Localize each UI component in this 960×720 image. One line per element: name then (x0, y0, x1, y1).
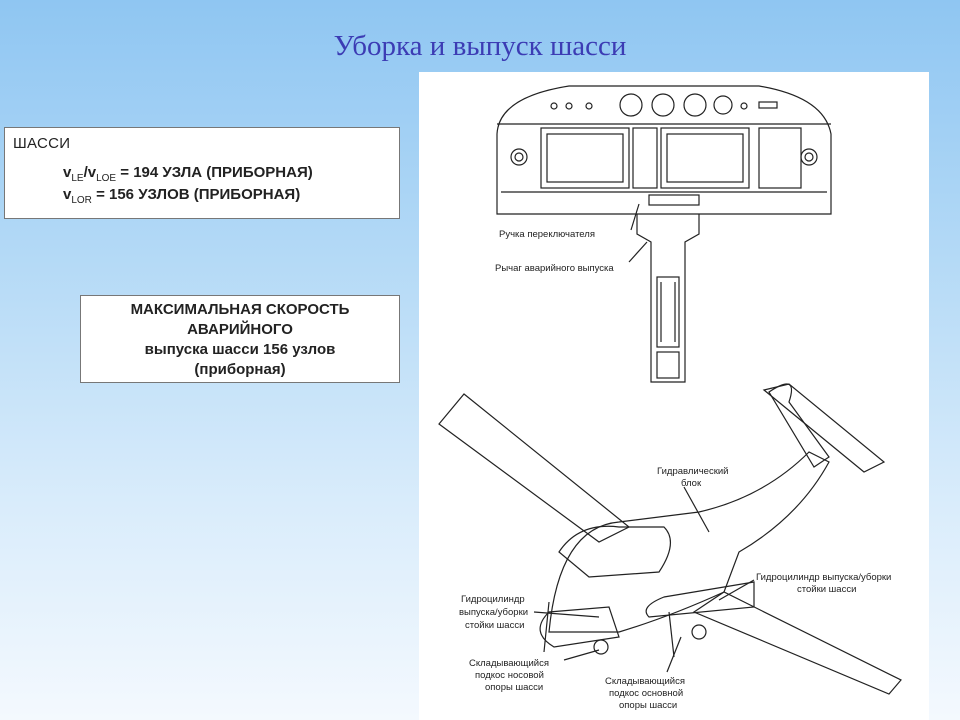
landing-gear-header: ШАССИ (13, 135, 71, 152)
tail-fin (768, 383, 830, 468)
slide-title: Уборка и выпуск шасси (333, 30, 627, 62)
gear-diagram: Ручка переключателя Рычаг аварийного вып… (438, 85, 902, 711)
landing-gear-speed-box: ШАССИ vLE/vLOE = 194 УЗЛА (ПРИБОРНАЯ) vL… (4, 127, 400, 219)
callout-nose-cyl-1: Гидроцилиндр (461, 594, 525, 605)
callout-nose-strut-2: подкос носовой (475, 670, 544, 681)
left-nacelle (539, 606, 620, 648)
fuselage (548, 451, 830, 633)
horizontal-stabilizer (762, 383, 886, 473)
callout-nose-strut-1: Складывающийся (469, 658, 549, 669)
callout-main-cyl-2: стойки шасси (797, 584, 856, 595)
callout-main-strut-2: подкос основной (609, 688, 683, 699)
callout-nose-cyl-2: выпуска/уборки (459, 607, 528, 618)
callout-hydraulic-2: блок (681, 478, 702, 489)
gauge-icon (619, 93, 643, 117)
gauge-icon (713, 95, 733, 115)
emergency-line-4: (приборная) (194, 361, 286, 378)
pfd-display (540, 127, 630, 189)
canopy (558, 525, 671, 578)
callout-hydraulic-1: Гидравлический (657, 466, 728, 477)
emergency-line-1: МАКСИМАЛЬНАЯ СКОРОСТЬ (130, 301, 350, 318)
main-wheel-icon (691, 624, 707, 640)
mfd-display (660, 127, 750, 189)
right-wing (692, 591, 902, 695)
callout-selector-handle: Ручка переключателя (499, 229, 595, 240)
left-wing (438, 393, 631, 543)
emergency-line-2: АВАРИЙНОГО (187, 321, 293, 338)
emergency-extension-box: МАКСИМАЛЬНАЯ СКОРОСТЬ АВАРИЙНОГО выпуска… (80, 295, 400, 383)
callout-main-cyl-1: Гидроцилиндр выпуска/уборки (756, 572, 891, 583)
callout-main-strut-3: опоры шасси (619, 700, 677, 711)
diagram-panel: Ручка переключателя Рычаг аварийного вып… (419, 72, 929, 720)
callout-nose-strut-3: опоры шасси (485, 682, 543, 693)
vlor-line: vLOR = 156 УЗЛОВ (ПРИБОРНАЯ) (63, 186, 301, 206)
instrument-panel-outline (496, 85, 832, 215)
vle-vloe-line: vLE/vLOE = 194 УЗЛА (ПРИБОРНАЯ) (63, 164, 313, 184)
right-nacelle (645, 581, 755, 618)
emergency-line-3: выпуска шасси 156 узлов (144, 341, 336, 358)
center-console (636, 214, 700, 383)
callout-nose-cyl-3: стойки шасси (465, 620, 524, 631)
gauge-icon (651, 93, 675, 117)
callout-main-strut-1: Складывающийся (605, 676, 685, 687)
callout-emergency-lever: Рычаг аварийного выпуска (495, 263, 614, 274)
nose-wheel-icon (593, 639, 609, 655)
gauge-icon (683, 93, 707, 117)
